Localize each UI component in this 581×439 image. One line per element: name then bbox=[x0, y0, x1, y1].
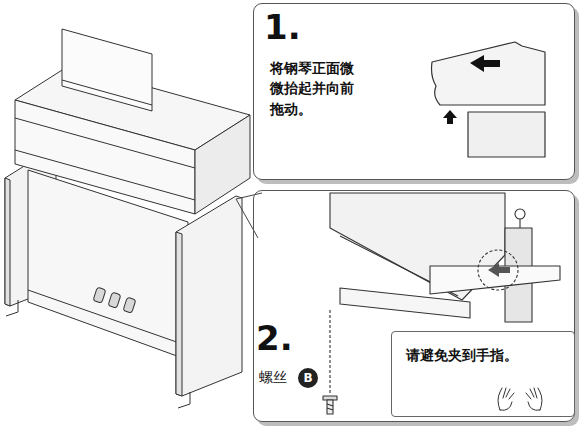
leader-line bbox=[236, 193, 262, 238]
part-letter: B bbox=[303, 372, 312, 384]
hands-icon bbox=[498, 388, 542, 410]
part-badge: B bbox=[298, 368, 318, 388]
side-view-illustration bbox=[432, 42, 546, 157]
panel-ground bbox=[253, 190, 575, 422]
caution-text: 请避免夹到手指。 bbox=[406, 346, 562, 364]
panel-ground bbox=[253, 3, 575, 180]
step-number: 1. bbox=[264, 10, 574, 44]
callout-ground bbox=[390, 330, 574, 416]
step-panel: 1. 将钢琴正面微微抬起并向前拖动。 bbox=[253, 3, 575, 180]
caution-callout: 请避免夹到手指。 bbox=[391, 331, 575, 417]
instruction-text: 将钢琴正面微微抬起并向前拖动。 bbox=[270, 58, 362, 119]
step-panel: 2.螺丝B请避免夹到手指。 bbox=[253, 190, 575, 422]
piano-drawing bbox=[5, 29, 250, 408]
